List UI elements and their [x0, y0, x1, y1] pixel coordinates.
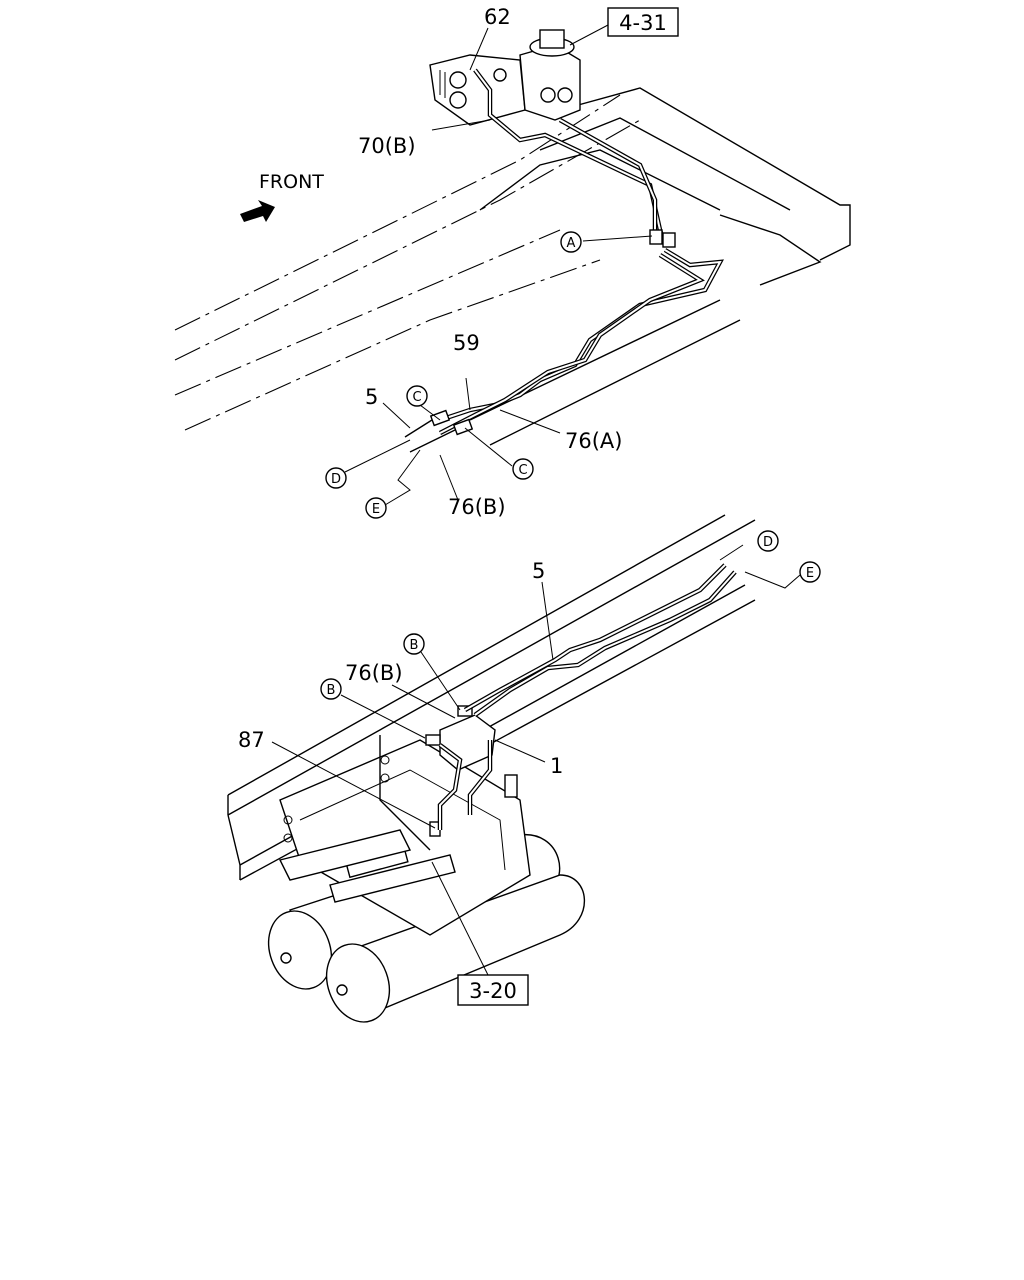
- ref-label-3-20: 3-20: [469, 979, 517, 1003]
- callout-1: 1: [550, 754, 563, 778]
- marker-b2-label: B: [327, 683, 336, 698]
- ref-label-4-31: 4-31: [619, 11, 667, 35]
- marker-c1-label: C: [412, 390, 421, 405]
- callout-87: 87: [238, 728, 265, 752]
- marker-d-top-label: D: [331, 472, 341, 487]
- front-arrow-icon: [240, 200, 275, 222]
- marker-e-bottom: E: [799, 561, 821, 583]
- marker-a-label: A: [567, 236, 576, 251]
- marker-e-top: E: [365, 497, 387, 519]
- tank-bracket: [278, 735, 531, 936]
- marker-b2: B: [320, 678, 342, 700]
- marker-a: A: [560, 231, 582, 253]
- marker-e-top-label: E: [372, 502, 380, 517]
- callout-76a: 76(A): [565, 429, 622, 453]
- bottom-leader-lines: [271, 544, 801, 976]
- callout-76b-top: 76(B): [448, 495, 506, 519]
- top-leader-lines: [344, 24, 653, 506]
- bottom-air-pipes: [437, 563, 737, 830]
- marker-b1-label: B: [410, 638, 419, 653]
- marker-d-bottom: D: [757, 530, 779, 552]
- marker-c2: C: [512, 458, 534, 480]
- ref-box-3-20: 3-20: [457, 974, 529, 1006]
- callout-70b: 70(B): [358, 134, 416, 158]
- callout-5-top: 5: [365, 385, 378, 409]
- marker-b1: B: [403, 633, 425, 655]
- marker-e-bottom-label: E: [806, 566, 814, 581]
- relay-valve-assembly: [429, 29, 581, 126]
- top-frame-rails: [174, 87, 851, 446]
- marker-d-top: D: [325, 467, 347, 489]
- marker-d-bottom-label: D: [763, 535, 773, 550]
- callout-76b-bottom: 76(B): [345, 661, 403, 685]
- top-air-pipes: [404, 68, 724, 453]
- callout-59: 59: [453, 331, 480, 355]
- front-label: FRONT: [259, 171, 324, 193]
- marker-c2-label: C: [518, 463, 527, 478]
- callout-5-bottom: 5: [532, 559, 545, 583]
- marker-c1: C: [406, 385, 428, 407]
- front-direction: FRONT: [240, 171, 324, 222]
- callout-62: 62: [484, 5, 511, 29]
- ref-box-4-31: 4-31: [607, 7, 679, 37]
